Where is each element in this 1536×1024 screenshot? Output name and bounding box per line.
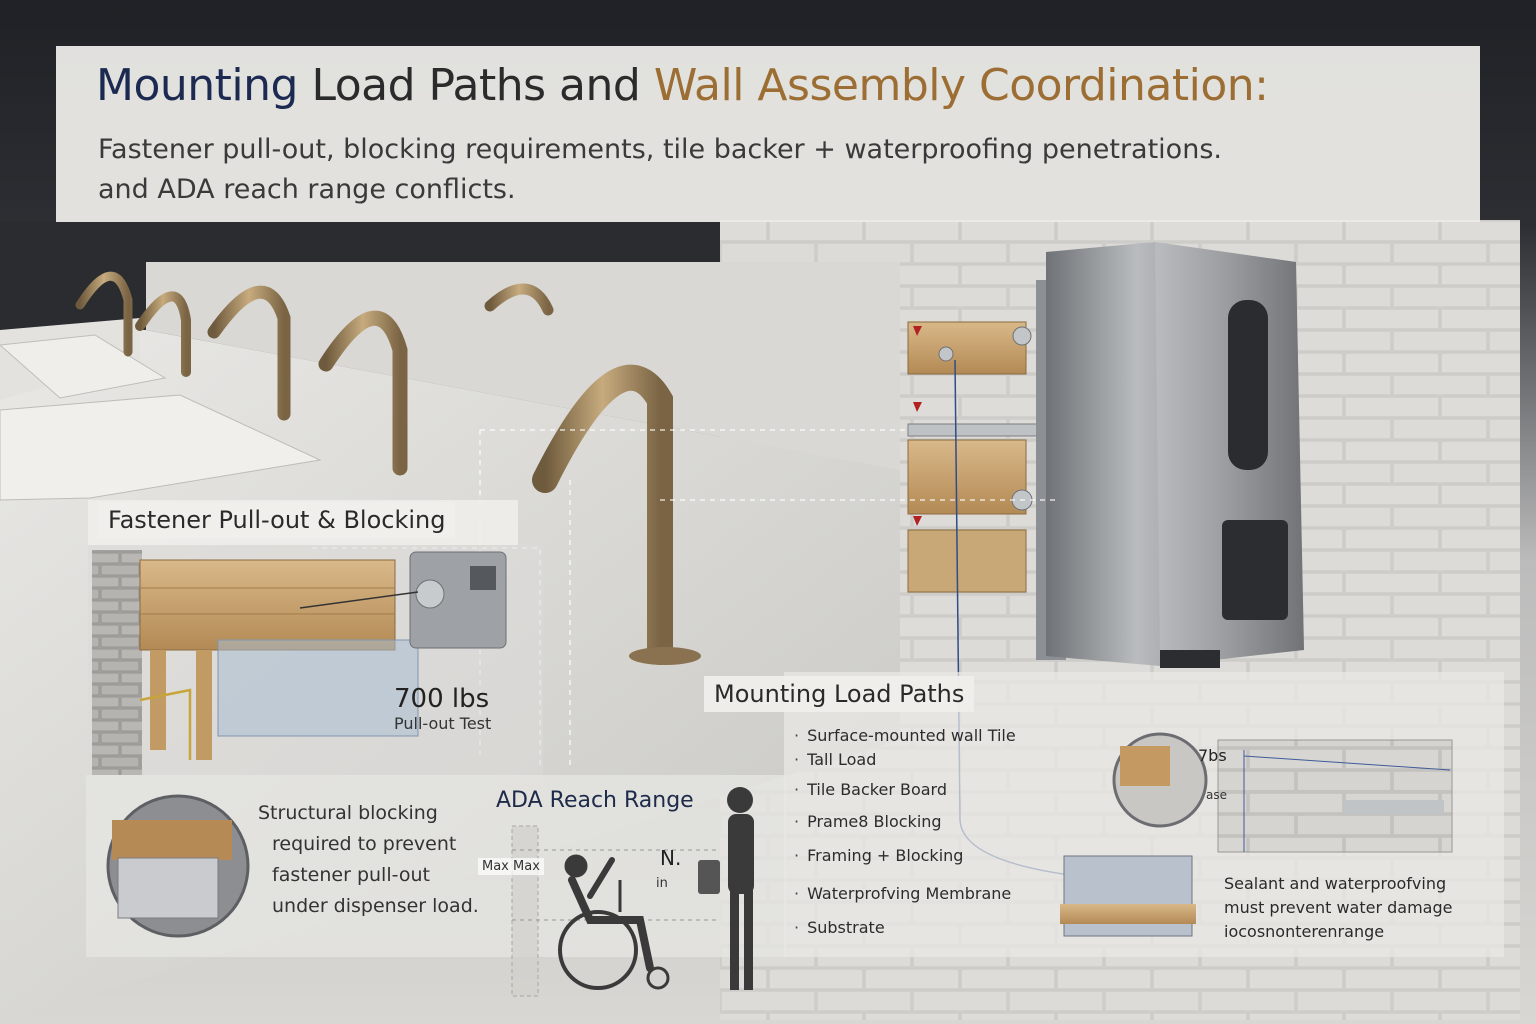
sealant-note-line: Sealant and waterproofving: [1224, 874, 1447, 893]
sealant-note-line: must prevent water damage: [1224, 898, 1453, 917]
load-paths-heading: Mounting Load Paths: [704, 676, 975, 712]
blocking-note-line: fastener pull-out: [272, 864, 430, 886]
list-item: Tall Load: [794, 750, 876, 769]
page-subtitle: Fastener pull-out, blocking requirements…: [98, 130, 1298, 210]
ada-max-label: Max Max: [478, 858, 544, 875]
ada-in-label: in: [656, 876, 668, 891]
page-title: Mounting Load Paths and Wall Assembly Co…: [96, 60, 1269, 111]
wheelchair-user-icon: [558, 854, 670, 990]
list-item: Framing + Blocking: [794, 846, 963, 865]
sealant-note-line: iocosnonterenrange: [1224, 922, 1385, 941]
pull-out-test-label: Pull-out Test: [394, 714, 492, 733]
title-part-bronze: Wall Assembly Coordination:: [653, 60, 1269, 111]
title-band: [56, 46, 1480, 222]
title-part-dark: Load Paths and: [311, 60, 641, 111]
list-item: Tile Backer Board: [794, 780, 947, 799]
pull-out-test-value: 700 lbs: [394, 684, 490, 714]
detail-callout-sub: ase: [1206, 788, 1227, 802]
subtitle-line-2: and ADA reach range conflicts.: [98, 174, 516, 205]
ada-panel-heading: ADA Reach Range: [496, 788, 694, 813]
blocking-note: Structural blocking required to prevent …: [258, 798, 479, 922]
list-item: Waterprofving Membrane: [794, 884, 1011, 903]
subtitle-line-1: Fastener pull-out, blocking requirements…: [98, 134, 1222, 165]
list-item: Prame8 Blocking: [794, 812, 941, 831]
list-item: Substrate: [794, 918, 885, 937]
blocking-note-line: Structural blocking: [258, 802, 438, 824]
standing-person-icon: [698, 787, 754, 990]
title-part-navy: Mounting: [96, 60, 298, 111]
blocking-note-line: required to prevent: [272, 833, 457, 855]
list-item: Surface-mounted wall Tile: [794, 726, 1016, 745]
blocking-note-line: under dispenser load.: [272, 895, 479, 917]
sealant-note: Sealant and waterproofving must prevent …: [1224, 872, 1452, 944]
ada-n-label: N.: [660, 846, 682, 870]
detail-callout: 7bs: [1198, 746, 1227, 765]
fastener-panel-heading: Fastener Pull-out & Blocking: [98, 502, 456, 538]
